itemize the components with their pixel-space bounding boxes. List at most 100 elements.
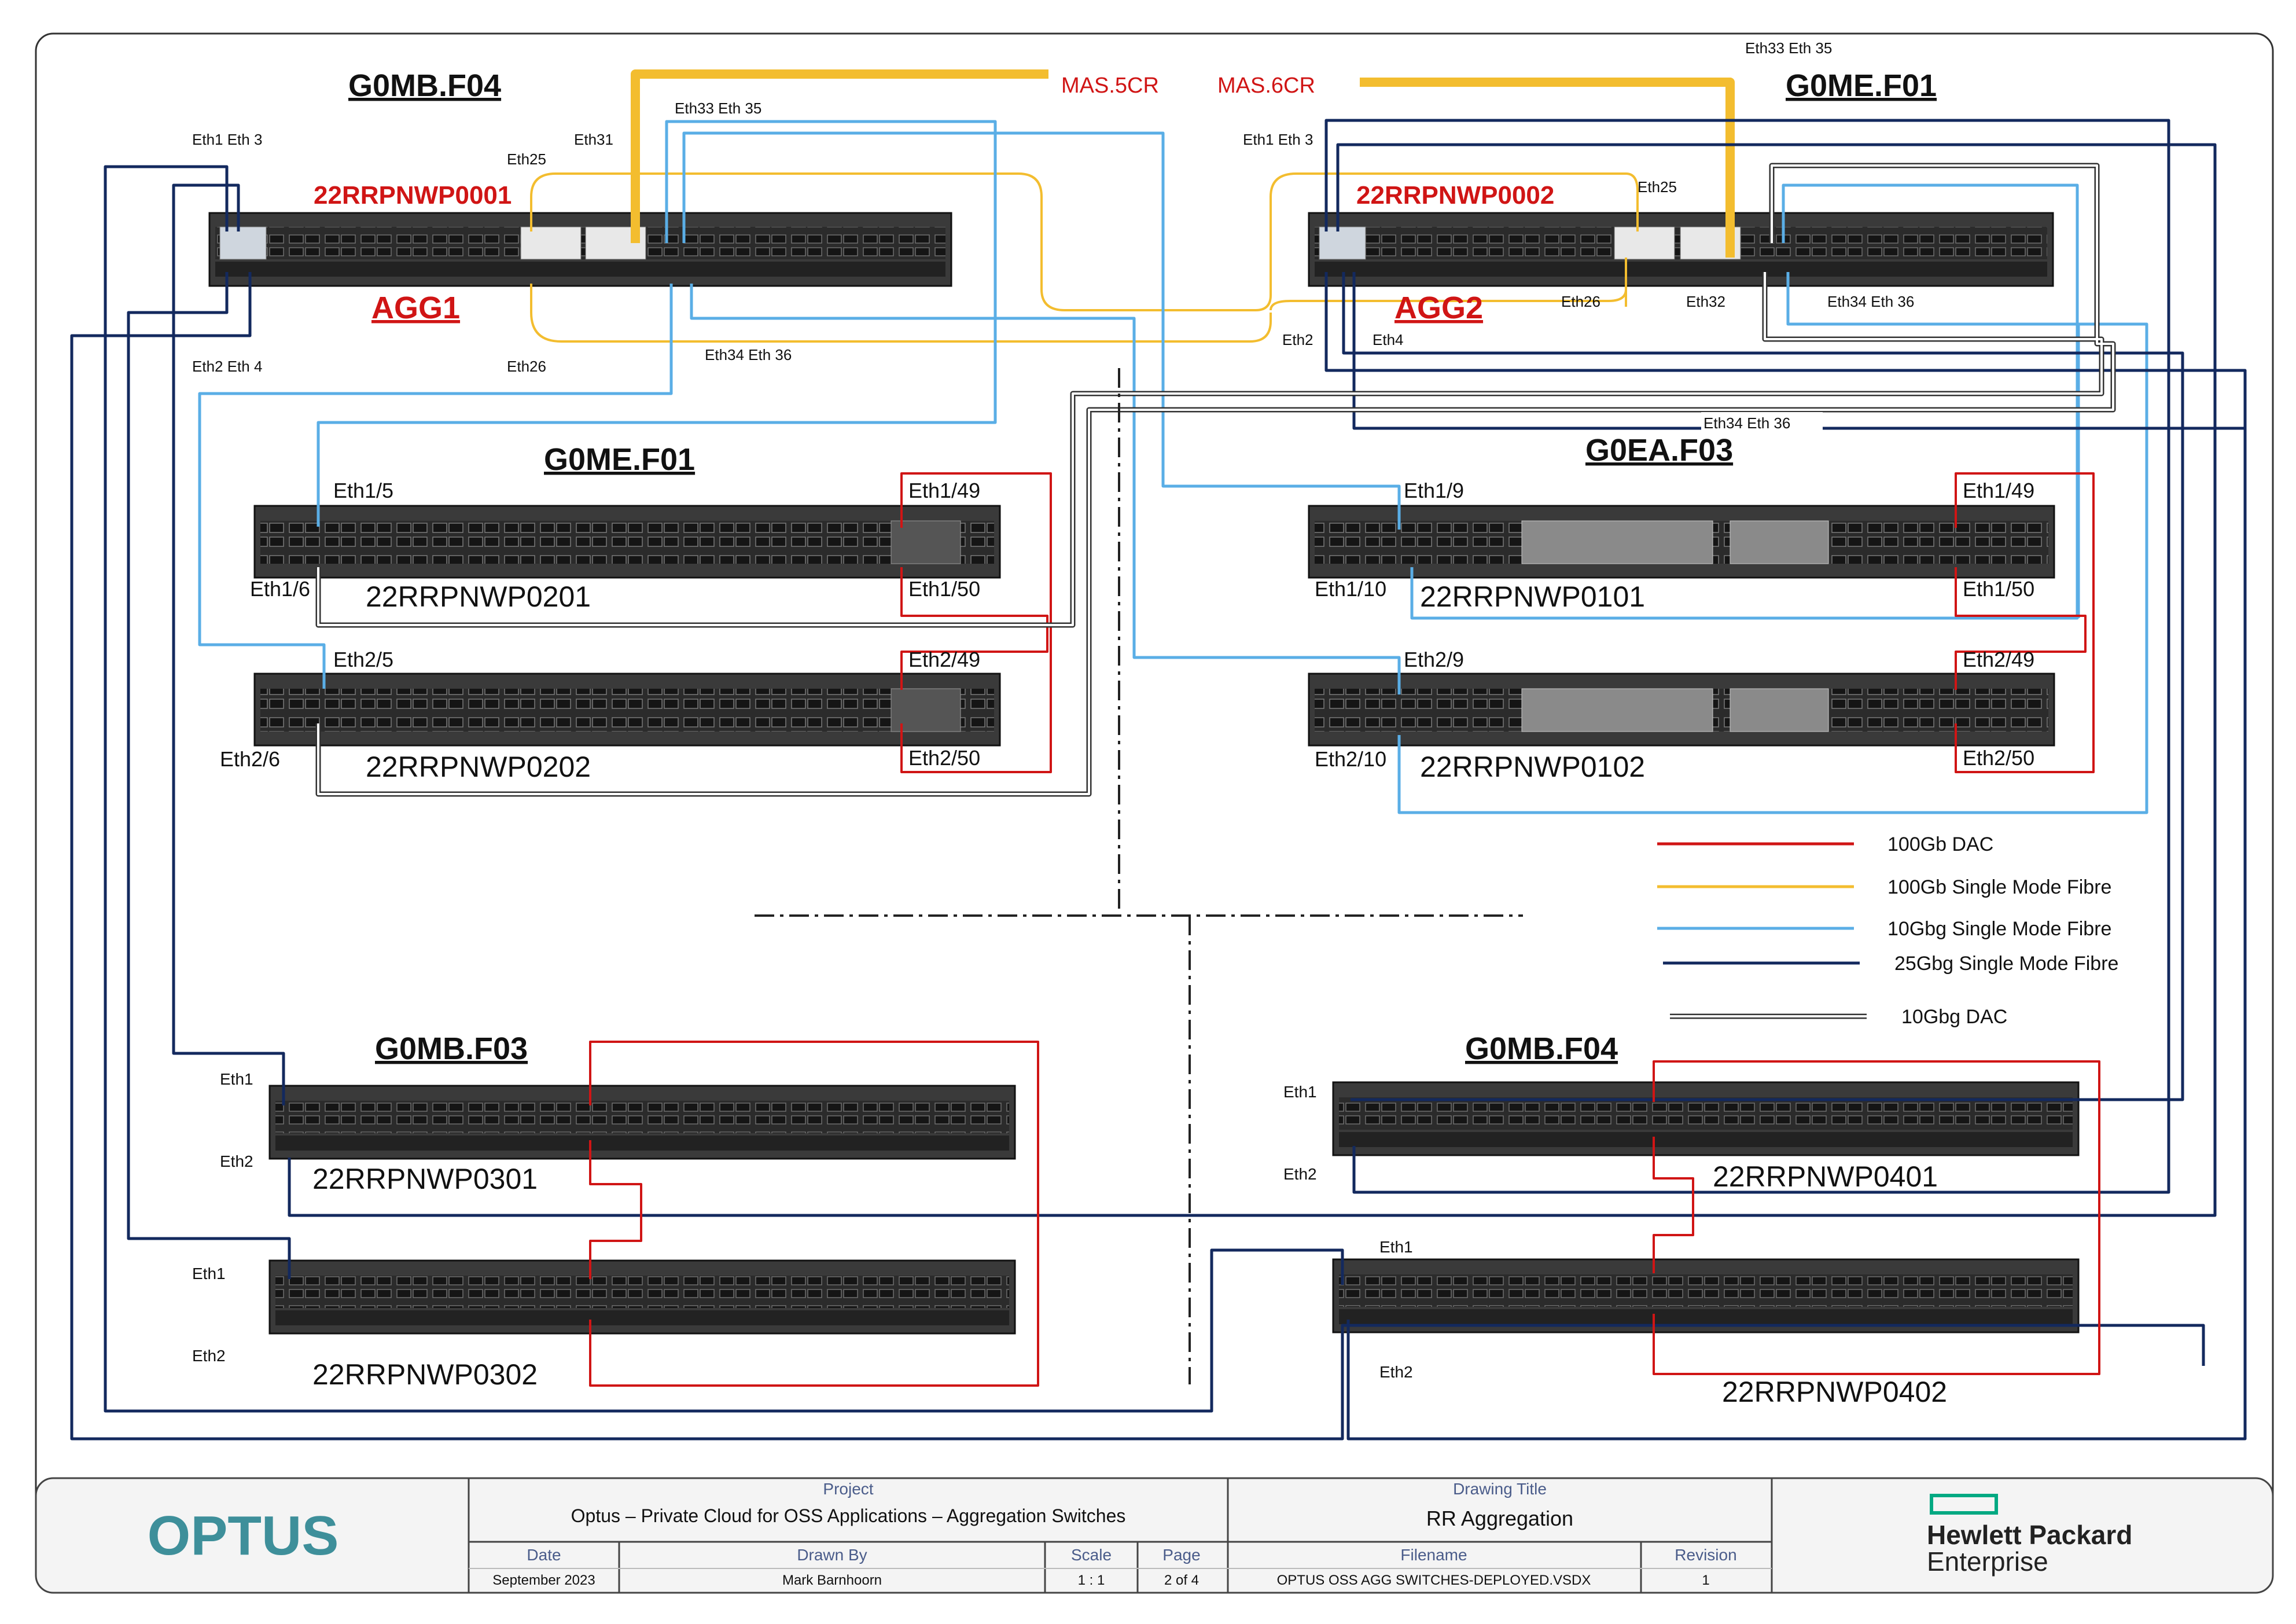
site-heading-agg-right: G0ME.F01 (1786, 68, 1937, 103)
port-agg2-eth2: Eth2 (1282, 331, 1313, 348)
revision-value: 1 (1702, 1572, 1709, 1588)
site-separator (755, 368, 1523, 1384)
port-agg2-eth34-36: Eth34 Eth 36 (1827, 293, 1914, 310)
port-agg1-eth26: Eth26 (507, 358, 546, 375)
legend-label-10g-smf: 10Gbg Single Mode Fibre (1887, 918, 2111, 940)
drawing-title-label: Drawing Title (1453, 1480, 1547, 1498)
port-agg1-eth25: Eth25 (507, 150, 546, 168)
hpe-logo-line2: Enterprise (1927, 1546, 2048, 1577)
switch-0401-label: 22RRPNWP0401 (1713, 1160, 1938, 1193)
switch-0201-label: 22RRPNWP0201 (366, 580, 591, 613)
switch-0102-label: 22RRPNWP0102 (1420, 751, 1645, 783)
port-0202-d: Eth2/50 (908, 746, 980, 770)
port-agg1-eth33-35: Eth33 Eth 35 (675, 100, 761, 117)
port-0202-b: Eth2/6 (220, 747, 280, 771)
cable-25g-smf (70, 119, 2247, 1441)
site-heading-mid-right: G0EA.F03 (1585, 433, 1733, 468)
port-0402-eth2: Eth2 (1379, 1363, 1413, 1381)
port-0101-c: Eth1/49 (1963, 479, 2034, 502)
port-0402-eth1: Eth1 (1379, 1238, 1413, 1256)
port-0102-c: Eth2/49 (1963, 648, 2034, 671)
label-backdrop (1701, 412, 1823, 433)
scale-value: 1 : 1 (1078, 1572, 1105, 1588)
switch-0402-label: 22RRPNWP0402 (1722, 1376, 1947, 1408)
port-0302-eth2: Eth2 (192, 1347, 226, 1365)
page-label: Page (1162, 1546, 1200, 1564)
switch-0202 (253, 673, 1001, 747)
port-mid-eth34-36: Eth34 Eth 36 (1703, 414, 1790, 432)
title-block (35, 1477, 2274, 1594)
cable-10g-dac-inner (317, 164, 2114, 795)
agg1-serial: 22RRPNWP0001 (314, 181, 512, 210)
agg1-role: AGG1 (371, 291, 460, 325)
rack-mas5: MAS.5CR (1061, 74, 1159, 98)
switch-0101 (1308, 505, 2055, 579)
port-0201-b: Eth1/6 (250, 577, 310, 601)
port-0302-eth1: Eth1 (192, 1265, 226, 1283)
port-0301-eth2: Eth2 (220, 1152, 253, 1170)
port-0201-c: Eth1/49 (908, 479, 980, 502)
legend-label-100g-dac: 100Gb DAC (1887, 833, 1993, 855)
port-0102-d: Eth2/50 (1963, 746, 2034, 770)
site-heading-bot-left: G0MB.F03 (375, 1031, 528, 1066)
port-0102-a: Eth2/9 (1404, 648, 1464, 671)
optus-logo: OPTUS (148, 1505, 339, 1567)
project-value: Optus – Private Cloud for OSS Applicatio… (571, 1505, 1126, 1526)
cable-100g-dac (589, 472, 2100, 1387)
cable-100g-smf (530, 172, 1639, 343)
cable-100g-smf-trunk (631, 69, 1735, 258)
port-0202-a: Eth2/5 (333, 648, 393, 671)
filename-value: OPTUS OSS AGG SWITCHES-DEPLOYED.VSDX (1277, 1572, 1591, 1588)
date-label: Date (527, 1546, 561, 1564)
switch-0101-label: 22RRPNWP0101 (1420, 580, 1645, 613)
port-0401-eth1: Eth1 (1283, 1083, 1317, 1101)
port-agg1-eth2-4: Eth2 Eth 4 (192, 358, 262, 375)
agg2-serial: 22RRPNWP0002 (1356, 181, 1554, 210)
port-agg2-eth25: Eth25 (1638, 178, 1677, 196)
port-agg1-eth31: Eth31 (574, 131, 613, 148)
rack-mas6: MAS.6CR (1217, 74, 1315, 98)
port-0101-a: Eth1/9 (1404, 479, 1464, 502)
legend-label-10g-dac: 10Gbg DAC (1901, 1006, 2007, 1028)
hpe-logo: Hewlett Packard Enterprise (1927, 1494, 2132, 1577)
port-agg2-eth33-35: Eth33 Eth 35 (1745, 39, 1832, 57)
port-0101-b: Eth1/10 (1315, 577, 1386, 601)
port-0201-d: Eth1/50 (908, 577, 980, 601)
date-value: September 2023 (492, 1572, 595, 1588)
hpe-logo-icon (1930, 1494, 1998, 1515)
port-0202-c: Eth2/49 (908, 648, 980, 671)
agg2-role: AGG2 (1394, 291, 1483, 325)
site-heading-mid-left: G0ME.F01 (544, 442, 695, 477)
revision-label: Revision (1675, 1546, 1736, 1564)
scale-label: Scale (1071, 1546, 1112, 1564)
cable-10g-smf (198, 120, 2148, 814)
switch-0102 (1308, 673, 2055, 747)
port-agg2-eth4: Eth4 (1373, 331, 1404, 348)
switch-0402 (1332, 1258, 2080, 1333)
switch-0201 (253, 505, 1001, 579)
switch-0301-label: 22RRPNWP0301 (312, 1163, 538, 1195)
port-agg2-eth26: Eth26 (1561, 293, 1600, 310)
port-0401-eth2: Eth2 (1283, 1165, 1317, 1183)
switch-agg2 (1308, 212, 2054, 287)
port-0101-d: Eth1/50 (1963, 577, 2034, 601)
legend-lines (1657, 842, 1860, 965)
page-value: 2 of 4 (1164, 1572, 1199, 1588)
switch-0302-label: 22RRPNWP0302 (312, 1358, 538, 1391)
drawn-value: Mark Barnhoorn (782, 1572, 882, 1588)
drawing-title-value: RR Aggregation (1426, 1507, 1573, 1530)
drawn-label: Drawn By (797, 1546, 867, 1564)
port-agg1-eth34-36: Eth34 Eth 36 (705, 346, 792, 363)
legend-label-25g-smf: 25Gbg Single Mode Fibre (1894, 953, 2118, 975)
switch-0401 (1332, 1081, 2080, 1156)
switch-0202-label: 22RRPNWP0202 (366, 751, 591, 783)
port-agg2-eth32: Eth32 (1686, 293, 1725, 310)
port-0301-eth1: Eth1 (220, 1070, 253, 1088)
hpe-logo-line1: Hewlett Packard (1927, 1520, 2132, 1550)
switch-agg1 (208, 212, 952, 287)
port-agg2-eth1-3: Eth1 Eth 3 (1243, 131, 1313, 148)
port-0201-a: Eth1/5 (333, 479, 393, 502)
project-label: Project (823, 1480, 873, 1498)
switch-0302 (268, 1259, 1016, 1335)
